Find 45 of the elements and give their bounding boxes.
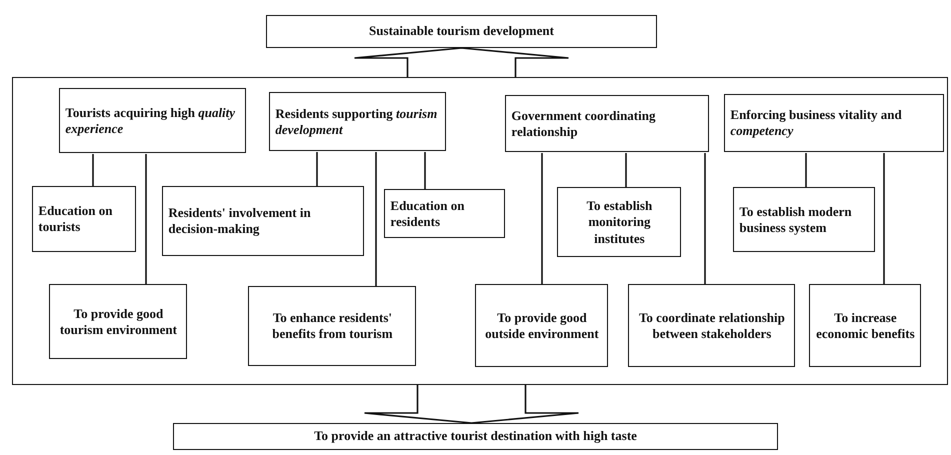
process-box: [809, 284, 922, 368]
connector-line: [704, 153, 706, 285]
connector-line: [541, 153, 543, 285]
group-frame: [12, 77, 948, 385]
process-box: [162, 186, 364, 256]
outcome-box: [173, 423, 778, 450]
process-box: [505, 95, 710, 152]
box-text: To enhance residents' benefits from tourism: [271, 310, 394, 343]
box-text: Enforcing business vitality and competency: [730, 107, 903, 140]
connector-line: [883, 153, 885, 285]
process-box: [724, 94, 944, 152]
connector-line: [92, 154, 94, 187]
box-text: To establish modern business system: [739, 204, 853, 236]
process-box: [733, 187, 876, 252]
process-box: [628, 284, 796, 368]
box-text: To coordinate relationship between stakeholders: [638, 310, 786, 342]
box-text: Residents supporting tourism development: [275, 106, 438, 138]
connector-line: [424, 152, 426, 190]
box-text: To provide an attractive tourist destination with high taste: [313, 428, 638, 445]
process-box: [384, 189, 506, 238]
box-text: Government coordinating relationship: [511, 108, 656, 140]
box-text: To provide good tourism environment: [58, 306, 178, 338]
box-text: Residents' involvement in decision-making: [168, 205, 312, 238]
box-text: Sustainable tourism development: [368, 23, 555, 40]
box-text: Education on tourists: [38, 203, 114, 236]
block-arrow: [364, 384, 580, 424]
connector-line: [316, 152, 318, 187]
process-box: [49, 284, 188, 360]
connector-line: [145, 154, 147, 285]
box-text: Tourists acquiring high quality experience: [65, 104, 236, 138]
process-box: [475, 284, 608, 368]
process-box: [557, 187, 682, 258]
connector-line: [375, 152, 377, 287]
process-box: [59, 88, 246, 154]
connector-line: [805, 153, 807, 188]
box-text: To provide good outside environment: [484, 310, 600, 342]
process-box: [248, 286, 416, 366]
block-arrow: [354, 47, 570, 78]
box-text: Education on residents: [390, 198, 466, 230]
process-box: [32, 186, 136, 252]
process-box: [269, 92, 446, 152]
box-text: To establish monitoring institutes: [586, 198, 654, 247]
box-text: To increase economic benefits: [815, 310, 916, 342]
outcome-box: [266, 15, 657, 48]
connector-line: [625, 153, 627, 188]
